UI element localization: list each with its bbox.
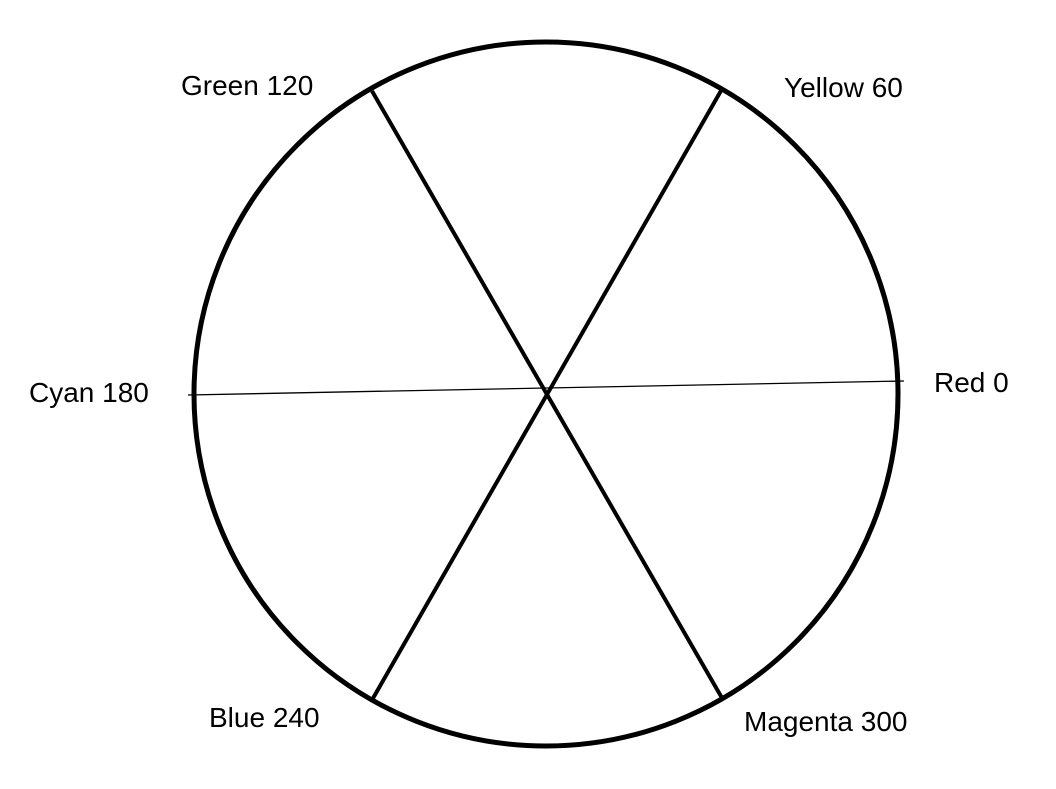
hue-label-red: Red 0 [934, 367, 1009, 398]
yellow-blue-axis [370, 88, 724, 701]
hue-label-yellow: Yellow 60 [784, 72, 903, 103]
hue-label-magenta: Magenta 300 [744, 706, 908, 737]
hue-label-cyan: Cyan 180 [29, 377, 149, 408]
hue-label-green: Green 120 [181, 70, 314, 101]
hue-wheel-circle [191, 39, 901, 749]
hue-label-blue: Blue 240 [209, 702, 320, 733]
cyan-red-axis [187, 380, 905, 396]
